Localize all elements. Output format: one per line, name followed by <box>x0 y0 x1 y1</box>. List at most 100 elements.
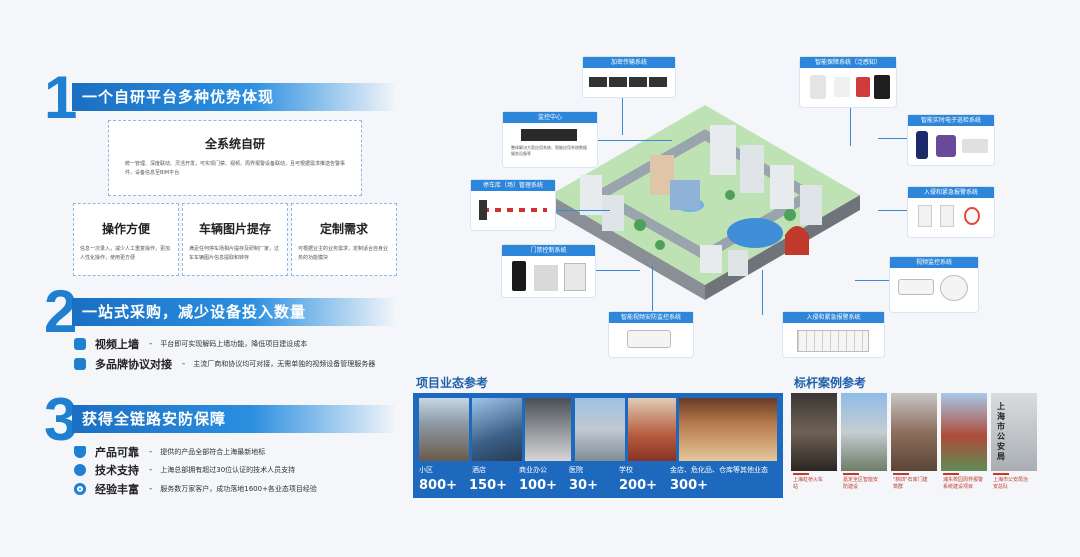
system-monitor-center: 监控中心 整体解决方案应用系统、智能应用系统数据服务设备等 <box>503 112 597 167</box>
sensor-icon <box>834 77 850 97</box>
category-label: 金店、危化品、仓库等其他业态 <box>670 466 768 474</box>
photo-hotel <box>472 398 522 461</box>
system-title: 入侵和紧急报警系统 <box>908 187 994 198</box>
category-count: 150+ <box>469 478 508 493</box>
feature-tech-support: 技术支持 - 上海总部拥有超过30位认证的技术人员支持 <box>74 462 295 478</box>
section1-title: 一个自研平台多种优势体现 <box>72 83 397 111</box>
case-divider <box>893 473 909 475</box>
system-title: 停车库（场）管理系统 <box>471 180 555 191</box>
feature-title: 产品可靠 <box>95 446 139 459</box>
phone-icon <box>936 135 956 157</box>
system-intrusion-1: 入侵和紧急报警系统 <box>908 187 994 237</box>
connector-line <box>622 95 623 135</box>
connector-line <box>555 210 610 211</box>
fence-detector-icon <box>797 330 869 352</box>
system-intrusion-2: 入侵和紧急报警系统 <box>783 312 884 357</box>
protocol-icon <box>74 358 86 370</box>
shield-icon <box>74 446 86 458</box>
barrier-post-icon <box>479 200 487 220</box>
photo-hospital <box>575 398 625 461</box>
card-title: 操作方便 <box>101 222 150 236</box>
detector-icon <box>918 205 932 227</box>
case-label: 嘉定全区智能安防建设 <box>843 477 879 490</box>
system-title: 入侵和紧急报警系统 <box>783 312 884 323</box>
card-desc: 满足任何停车场相片提存及研制厂家，过车车辆图片信息提取和转存 <box>189 246 280 261</box>
feature-title: 经验丰富 <box>95 483 139 496</box>
system-title: 智能实时电子巡检系统 <box>908 115 994 126</box>
sensor-icon <box>810 75 826 99</box>
button-icon <box>962 139 988 153</box>
feature-dash: - <box>149 484 153 494</box>
feature-multi-brand: 多品牌协议对接 - 主流厂商和协议均可对接，无需单独的视频设备管理服务器 <box>74 356 375 372</box>
section2-title: 一站式采购，减少设备投入数量 <box>72 298 397 326</box>
feature-title: 视频上墙 <box>95 338 139 351</box>
reader-icon <box>916 131 928 159</box>
card-desc: 统一管理、深度联动、灵活开发，可实现门禁、视频、周界报警设备联动，且可根据需求推… <box>125 161 346 176</box>
case-photo-campus <box>941 393 987 471</box>
server-icon <box>589 77 669 87</box>
nvr-icon <box>521 129 577 141</box>
case-photo-station <box>791 393 837 471</box>
system-title: 智能视频安防监控系统 <box>609 312 693 323</box>
business-panel: 小区 800+ 酒店 150+ 商业办公 100+ 医院 30+ 学校 200+… <box>413 393 783 498</box>
building <box>770 165 794 209</box>
feature-desc: 提供的产品全部符合上海最新地标 <box>160 448 266 456</box>
feature-title: 技术支持 <box>95 464 139 477</box>
bullet-camera-icon <box>898 279 934 295</box>
panic-button-icon <box>964 207 980 225</box>
system-title: 视频监控系统 <box>890 257 978 268</box>
building <box>602 195 624 231</box>
case-label: 上海虹桥火车站 <box>793 477 824 490</box>
building <box>580 175 602 215</box>
system-video-monitor: 视频监控系统 <box>890 257 978 312</box>
building <box>728 250 748 276</box>
building <box>700 245 722 273</box>
building <box>740 145 764 193</box>
case-divider <box>993 473 1009 475</box>
user-icon <box>74 464 86 476</box>
card-custom-needs: 定制需求 可根据业主的业务需求，定制适合自身业务的功能模块 <box>291 203 397 276</box>
feature-desc: 上海总部拥有超过30位认证的技术人员支持 <box>160 466 296 474</box>
feature-dash: - <box>149 465 153 475</box>
detector-icon <box>940 205 954 227</box>
system-title: 监控中心 <box>503 112 597 123</box>
card-vehicle-image: 车辆图片提存 满足任何停车场相片提存及研制厂家，过车车辆图片信息提取和转存 <box>182 203 288 276</box>
connector-line <box>878 210 908 211</box>
tree <box>784 209 796 221</box>
feature-desc: 服务数万家客户，成功落地1600+各业态项目经验 <box>160 485 317 493</box>
category-label: 商业办公 <box>519 466 547 474</box>
category-count: 300+ <box>670 478 709 493</box>
face-terminal-icon <box>512 261 526 291</box>
system-title: 门禁控制系统 <box>502 245 595 256</box>
card-title: 全系统自研 <box>204 137 265 151</box>
system-title: 智能保障系统（泛感知） <box>800 57 896 68</box>
smart-community-illustration <box>550 105 860 300</box>
system-title: 加密传输系统 <box>583 57 675 68</box>
building <box>800 185 822 225</box>
card-desc: 可根据业主的业务需求，定制适合自身业务的功能模块 <box>298 246 389 261</box>
tree <box>655 240 665 250</box>
category-label: 小区 <box>419 466 433 474</box>
category-count: 30+ <box>569 478 598 493</box>
feature-reliable: 产品可靠 - 提供的产品全部符合上海最新地标 <box>74 444 265 460</box>
connector-line <box>855 280 890 281</box>
system-patrol: 智能实时电子巡检系统 <box>908 115 994 165</box>
category-count: 800+ <box>419 478 458 493</box>
section3-number: 3 <box>44 386 78 453</box>
target-icon <box>74 483 86 495</box>
feature-video-wall: 视频上墙 - 平台即可实现解码上墙功能，降低项目建设成本 <box>74 336 307 352</box>
connector-line <box>595 270 640 271</box>
card-easy-operation: 操作方便 信息一次录入，减少人工重复操作，更加人性化操作，使用更方便 <box>73 203 179 276</box>
category-label: 医院 <box>569 466 583 474</box>
feature-dash: - <box>182 359 186 369</box>
building-arch <box>785 226 809 255</box>
section1-number: 1 <box>44 64 78 131</box>
system-encrypt: 加密传输系统 <box>583 57 675 97</box>
feature-title: 多品牌协议对接 <box>95 358 172 371</box>
category-count: 100+ <box>519 478 558 493</box>
building <box>710 125 736 175</box>
dome-camera-icon <box>940 275 968 301</box>
feature-dash: - <box>149 447 153 457</box>
case-photo-shikumen <box>891 393 937 471</box>
case-label: "新四"石库门建筑群 <box>893 477 928 490</box>
